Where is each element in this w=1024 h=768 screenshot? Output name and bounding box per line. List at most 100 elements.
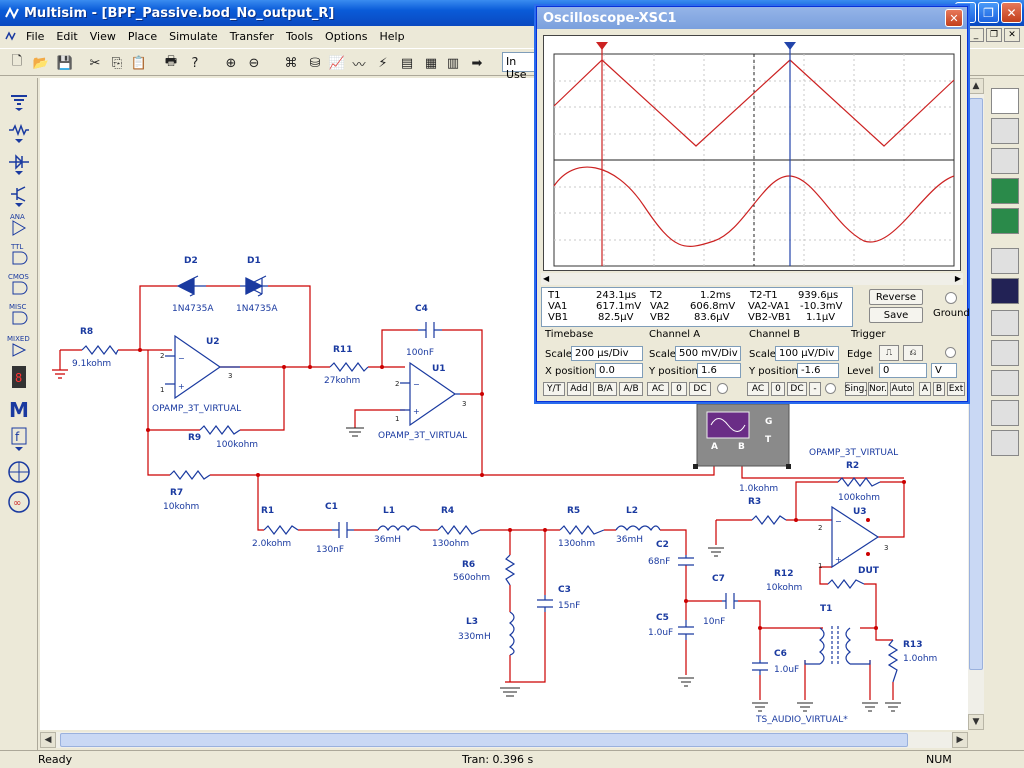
- zoom-in-icon[interactable]: ⊕: [225, 55, 237, 71]
- channel-a-ac-button[interactable]: AC: [647, 382, 669, 396]
- cmos-bin-icon[interactable]: CMOS: [5, 272, 33, 300]
- source-a-button[interactable]: A: [919, 382, 931, 396]
- bom-icon[interactable]: ▤: [400, 55, 414, 71]
- single-mode-button[interactable]: Sing.: [844, 382, 868, 396]
- bode-plotter-icon[interactable]: [991, 248, 1019, 274]
- trigger-level-input[interactable]: 0: [879, 363, 927, 378]
- postprocessor-icon[interactable]: 〰: [352, 57, 366, 73]
- diode-bin-icon[interactable]: [5, 150, 33, 178]
- yt-mode-button[interactable]: Y/T: [543, 382, 565, 396]
- channel-b-ac-button[interactable]: AC: [747, 382, 769, 396]
- scope-scroll-right-icon[interactable]: ▶: [954, 274, 961, 283]
- channel-a-ypos-input[interactable]: 1.6: [697, 363, 741, 378]
- function-generator-icon[interactable]: [991, 118, 1019, 144]
- analog-bin-icon[interactable]: ANA: [5, 212, 33, 240]
- source-b-button[interactable]: B: [933, 382, 945, 396]
- channel-a-scale-input[interactable]: 500 mV/Div: [675, 346, 741, 361]
- mdi-restore-button[interactable]: ❐: [986, 28, 1002, 42]
- hierarchy-icon[interactable]: ⌘: [284, 55, 298, 71]
- component-wizard-icon[interactable]: ▦: [424, 55, 438, 71]
- channel-b-radio[interactable]: [825, 383, 836, 394]
- database-icon[interactable]: ⛁: [309, 55, 321, 71]
- scroll-right-icon[interactable]: ▶: [952, 732, 968, 748]
- ladder-bin-icon[interactable]: ∞: [5, 488, 33, 516]
- back-annotate-icon[interactable]: ➡: [471, 55, 483, 71]
- menu-edit[interactable]: Edit: [56, 29, 78, 43]
- channel-a-zero-button[interactable]: 0: [671, 382, 687, 396]
- oscilloscope-window[interactable]: Oscilloscope-XSC1 ✕ ◀ ▶: [536, 6, 970, 402]
- rising-edge-icon[interactable]: ⎍: [879, 345, 899, 361]
- frequency-counter-icon[interactable]: [991, 278, 1019, 304]
- print-icon[interactable]: 🖶: [164, 54, 178, 69]
- multimeter-icon[interactable]: [991, 88, 1019, 114]
- copy-icon[interactable]: ⎘: [111, 55, 123, 71]
- iv-analyzer-icon[interactable]: [991, 400, 1019, 426]
- in-use-list[interactable]: In Use: [502, 52, 540, 81]
- ground-radio[interactable]: [945, 292, 957, 304]
- channel-a-radio[interactable]: [717, 383, 728, 394]
- scope-horizontal-scrollbar[interactable]: ◀ ▶: [541, 273, 963, 285]
- menu-file[interactable]: File: [26, 29, 45, 43]
- vertical-scrollbar[interactable]: ▲ ▼: [968, 78, 984, 730]
- cut-icon[interactable]: ✂: [89, 55, 101, 71]
- power-source-icon[interactable]: [5, 86, 33, 114]
- menu-simulate[interactable]: Simulate: [169, 29, 218, 43]
- menu-place[interactable]: Place: [127, 29, 158, 43]
- xsc1-scope-symbol[interactable]: [693, 403, 791, 469]
- spreadsheet-icon[interactable]: ▥: [446, 55, 460, 71]
- mdi-close-button[interactable]: ✕: [1004, 28, 1020, 42]
- misc-bin-icon[interactable]: M: [5, 396, 33, 424]
- channel-b-scale-input[interactable]: 100 μV/Div: [775, 346, 839, 361]
- wattmeter-icon[interactable]: [991, 148, 1019, 174]
- channel-b-ypos-input[interactable]: -1.6: [797, 363, 839, 378]
- source-ext-button[interactable]: Ext: [947, 382, 965, 396]
- electrical-rules-icon[interactable]: ⚡: [378, 55, 388, 71]
- mdi-minimize-button[interactable]: _: [968, 28, 984, 42]
- channel-a-dc-button[interactable]: DC: [689, 382, 711, 396]
- distortion-analyzer-icon[interactable]: [991, 430, 1019, 456]
- menu-help[interactable]: Help: [379, 29, 405, 43]
- scope-display[interactable]: [543, 35, 961, 271]
- logic-analyzer-icon[interactable]: [991, 340, 1019, 366]
- open-folder-icon[interactable]: 📂: [32, 55, 50, 71]
- menu-view[interactable]: View: [89, 29, 116, 43]
- vertical-scroll-thumb[interactable]: [969, 98, 983, 670]
- channel-b-minus-button[interactable]: -: [809, 382, 821, 396]
- falling-edge-icon[interactable]: ⎌: [903, 345, 923, 361]
- scope-scroll-left-icon[interactable]: ◀: [543, 274, 550, 283]
- reverse-button[interactable]: Reverse: [869, 289, 923, 305]
- auto-mode-button[interactable]: Auto: [890, 382, 914, 396]
- x-position-input[interactable]: 0.0: [595, 363, 643, 378]
- channel-b-zero-button[interactable]: 0: [771, 382, 785, 396]
- menu-tools[interactable]: Tools: [285, 29, 314, 43]
- scroll-down-icon[interactable]: ▼: [968, 714, 984, 730]
- zoom-out-icon[interactable]: ⊖: [248, 55, 260, 71]
- indicator-bin-icon[interactable]: 8: [5, 364, 33, 392]
- transistor-bin-icon[interactable]: [5, 182, 33, 210]
- help-icon[interactable]: ?: [191, 55, 199, 71]
- ba-mode-button[interactable]: B/A: [593, 382, 617, 396]
- menu-transfer[interactable]: Transfer: [229, 29, 274, 43]
- trigger-unit-select[interactable]: V: [931, 363, 957, 378]
- horizontal-scrollbar[interactable]: ◀ ▶: [40, 732, 968, 748]
- horizontal-scroll-thumb[interactable]: [60, 733, 908, 747]
- electromechanical-bin-icon[interactable]: [5, 458, 33, 486]
- word-generator-icon[interactable]: [991, 310, 1019, 336]
- multisim-app-icon[interactable]: [4, 5, 20, 21]
- scroll-up-icon[interactable]: ▲: [968, 78, 984, 94]
- misc-digital-bin-icon[interactable]: MISC: [5, 302, 33, 330]
- document-icon[interactable]: [4, 29, 20, 43]
- mixed-bin-icon[interactable]: MIXED: [5, 334, 33, 362]
- trigger-radio[interactable]: [945, 347, 956, 358]
- channel-b-dc-button[interactable]: DC: [787, 382, 807, 396]
- paste-icon[interactable]: 📋: [130, 55, 148, 71]
- normal-mode-button[interactable]: Nor.: [868, 382, 888, 396]
- timebase-scale-input[interactable]: 200 μs/Div: [571, 346, 643, 361]
- oscilloscope-close-button[interactable]: ✕: [945, 9, 963, 27]
- ttl-bin-icon[interactable]: TTL: [5, 242, 33, 270]
- save-button[interactable]: Save: [869, 307, 923, 323]
- resistor-bin-icon[interactable]: [5, 118, 33, 146]
- restore-button[interactable]: ❐: [978, 2, 999, 23]
- four-channel-scope-icon[interactable]: [991, 208, 1019, 234]
- menu-options[interactable]: Options: [325, 29, 368, 43]
